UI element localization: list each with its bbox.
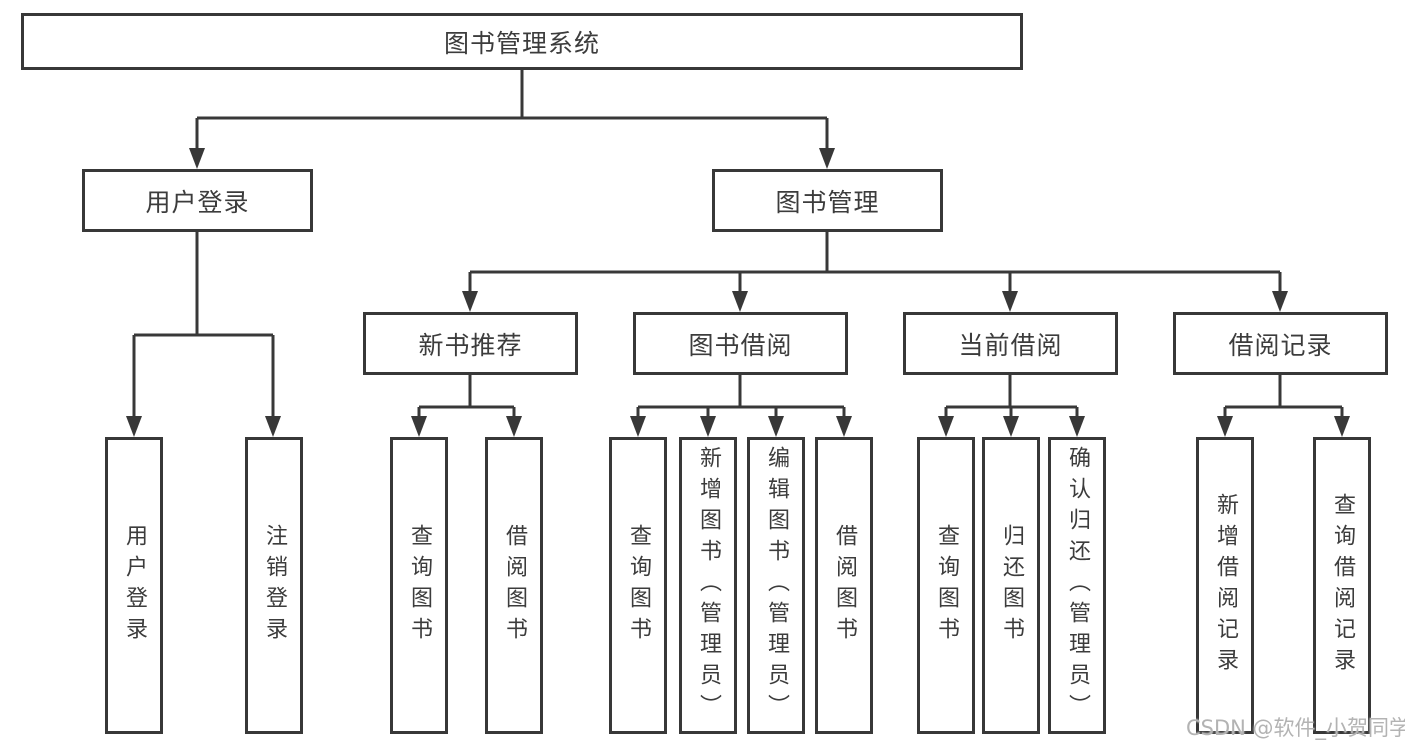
node-book-borrow: 图书借阅	[633, 312, 848, 375]
node-root: 图书管理系统	[21, 13, 1023, 70]
leaf-add-books-admin: 新增图书（管理员）	[679, 437, 737, 734]
leaf-edit-books-admin: 编辑图书（管理员）	[747, 437, 805, 734]
leaf-logout: 注销登录	[245, 437, 303, 734]
csdn-watermark: CSDN @软件_小贺同学	[1186, 716, 1405, 740]
node-book-management-label: 图书管理	[775, 187, 880, 217]
leaf-user-login: 用户登录	[105, 437, 163, 734]
node-new-book-recommend: 新书推荐	[363, 312, 578, 375]
leaf-return-books-label: 归还图书	[999, 523, 1024, 648]
node-borrow-records-label: 借阅记录	[1228, 330, 1333, 360]
node-user-login-label: 用户登录	[145, 187, 250, 217]
leaf-query-books-3: 查询图书	[917, 437, 975, 734]
leaf-add-borrow-record-label: 新增借阅记录	[1213, 492, 1238, 679]
leaf-query-books-1: 查询图书	[390, 437, 448, 734]
node-user-login: 用户登录	[82, 169, 313, 232]
leaf-logout-label: 注销登录	[262, 523, 287, 648]
leaf-edit-books-admin-label: 编辑图书（管理员）	[764, 446, 789, 725]
leaf-query-borrow-record-label: 查询借阅记录	[1330, 492, 1355, 679]
leaf-add-books-admin-label: 新增图书（管理员）	[696, 446, 721, 725]
leaf-borrow-books-2-label: 借阅图书	[832, 523, 857, 648]
leaf-query-borrow-record: 查询借阅记录	[1313, 437, 1371, 734]
leaf-user-login-label: 用户登录	[122, 523, 147, 648]
leaf-borrow-books-2: 借阅图书	[815, 437, 873, 734]
node-current-borrow-label: 当前借阅	[958, 330, 1063, 360]
leaf-query-books-2-label: 查询图书	[626, 523, 651, 648]
leaf-query-books-1-label: 查询图书	[407, 523, 432, 648]
leaf-borrow-books-1-label: 借阅图书	[502, 523, 527, 648]
leaf-borrow-books-1: 借阅图书	[485, 437, 543, 734]
leaf-query-books-2: 查询图书	[609, 437, 667, 734]
node-root-label: 图书管理系统	[443, 28, 600, 58]
leaf-query-books-3-label: 查询图书	[934, 523, 959, 648]
node-book-borrow-label: 图书借阅	[688, 330, 793, 360]
node-book-management: 图书管理	[712, 169, 943, 232]
leaf-return-books: 归还图书	[982, 437, 1040, 734]
node-new-book-recommend-label: 新书推荐	[418, 330, 523, 360]
node-current-borrow: 当前借阅	[903, 312, 1118, 375]
leaf-add-borrow-record: 新增借阅记录	[1196, 437, 1254, 734]
leaf-confirm-return-admin: 确认归还（管理员）	[1048, 437, 1106, 734]
leaf-confirm-return-admin-label: 确认归还（管理员）	[1065, 446, 1090, 725]
node-borrow-records: 借阅记录	[1173, 312, 1388, 375]
